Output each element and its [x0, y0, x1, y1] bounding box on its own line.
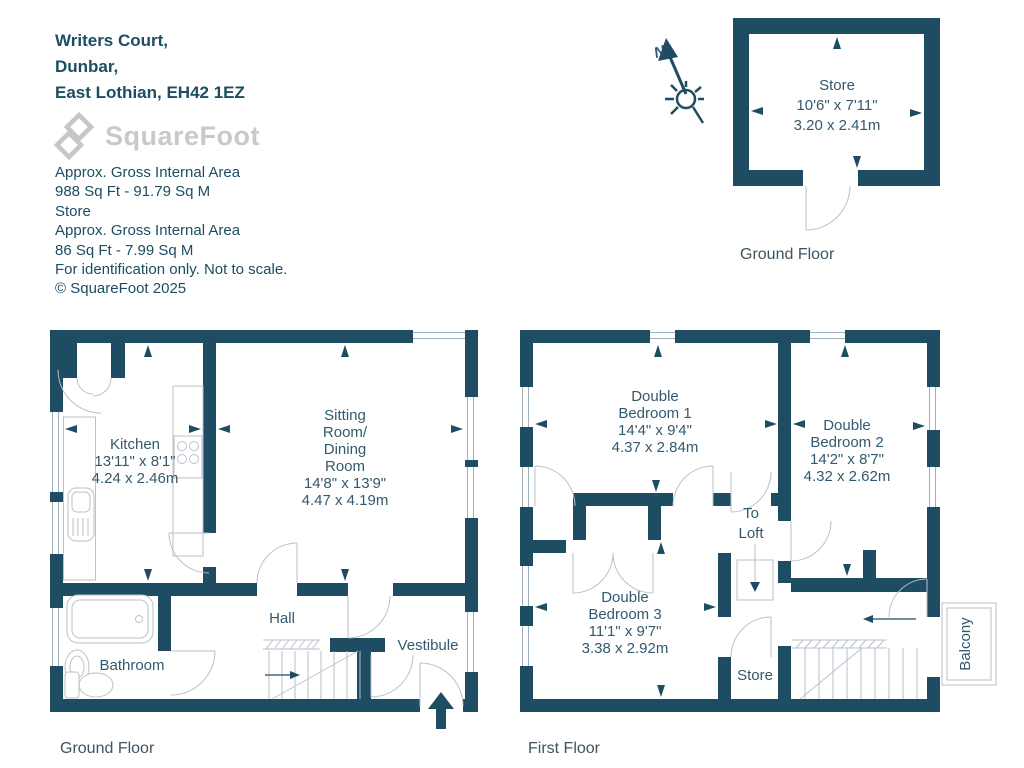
first-floor-plan: Double Bedroom 1 14'4" x 9'4" 4.37 x 2.8… — [518, 326, 1000, 718]
ground-floor-stairs — [263, 639, 361, 700]
sitting-room-label: Room/ — [323, 424, 368, 441]
to-loft-label: Loft — [738, 525, 764, 542]
kitchen-dims-imperial: 13'11" x 8'1" — [94, 453, 175, 470]
bedroom1-dims-imperial: 14'4" x 9'4" — [618, 422, 692, 439]
balcony-label: Balcony — [957, 617, 974, 671]
area-info-block: Approx. Gross Internal Area 988 Sq Ft - … — [55, 163, 287, 299]
first-floor-windows — [520, 330, 940, 677]
store-dims-imperial: 10'6" x 7'11" — [796, 97, 877, 114]
address-line-2: Dunbar, — [55, 57, 119, 76]
squarefoot-diamond-icon — [52, 112, 96, 160]
bedroom1-label: Double — [631, 388, 679, 405]
bedroom3-dims-imperial: 11'1" x 9'7" — [589, 623, 662, 640]
hall-label: Hall — [269, 610, 295, 627]
sitting-room-label: Room — [325, 458, 365, 475]
address-line-3: East Lothian, EH42 1EZ — [55, 83, 245, 102]
kitchen-dims-metric: 4.24 x 2.46m — [92, 470, 179, 487]
ground-floor-door-arcs — [57, 369, 464, 707]
ground-floor-windows — [50, 330, 478, 712]
store-walls — [733, 18, 940, 186]
first-floor-door-arcs — [534, 465, 928, 658]
bathroom-label: Bathroom — [99, 657, 164, 674]
sitting-room-dims-imperial: 14'8" x 13'9" — [304, 475, 386, 492]
squarefoot-logo-text: SquareFoot — [105, 120, 261, 151]
bedroom2-label: Bedroom 2 — [810, 434, 883, 451]
address-line-1: Writers Court, — [55, 31, 169, 50]
info-line: Approx. Gross Internal Area — [55, 164, 241, 181]
kitchen-sink — [67, 487, 95, 542]
ground-floor-plan: Kitchen 13'11" x 8'1" 4.24 x 2.46m Sitti… — [48, 326, 480, 736]
loft-hatch — [736, 544, 774, 601]
ground-floor-walls — [50, 330, 478, 712]
bedroom2-dims-imperial: 14'2" x 8'7" — [810, 451, 884, 468]
bedroom3-label: Bedroom 3 — [588, 606, 661, 623]
store-floor-label: Ground Floor — [740, 246, 835, 263]
store-dimension-arrows — [751, 37, 922, 168]
sitting-room-label: Sitting — [324, 407, 366, 424]
info-line: Approx. Gross Internal Area — [55, 222, 241, 240]
ground-floor-label: Ground Floor — [60, 740, 155, 757]
ff-store-label: Store — [737, 667, 773, 684]
bedroom1-label: Bedroom 1 — [618, 405, 691, 422]
sun-icon — [665, 81, 705, 124]
ground-floor-dimension-arrows — [65, 345, 463, 581]
bedroom1-dims-metric: 4.37 x 2.84m — [612, 439, 699, 456]
kitchen-label: Kitchen — [110, 436, 160, 453]
property-address: Writers Court, Dunbar, East Lothian, EH4… — [55, 28, 245, 106]
store-plan: Store 10'6" x 7'11" 3.20 x 2.41m — [733, 16, 943, 248]
bedroom2-dims-metric: 4.32 x 2.62m — [804, 468, 891, 485]
bedroom2-label: Double — [823, 417, 871, 434]
info-line: 988 Sq Ft - 91.79 Sq M — [55, 183, 211, 201]
info-line: For identification only. Not to scale. — [55, 261, 288, 279]
to-loft-label: To — [743, 505, 759, 522]
bath — [66, 594, 154, 644]
store-room-label: Store — [819, 77, 855, 94]
squarefoot-logo: SquareFoot — [52, 112, 260, 160]
balcony — [941, 602, 997, 686]
bedroom3-label: Double — [601, 589, 649, 606]
store-dims-metric: 3.20 x 2.41m — [794, 117, 881, 134]
first-floor-dimension-arrows — [535, 345, 925, 697]
info-line: 86 Sq Ft - 7.99 Sq M — [55, 241, 194, 259]
first-floor-stairs — [792, 615, 918, 700]
bedroom3-dims-metric: 3.38 x 2.92m — [582, 640, 669, 657]
first-floor-label: First Floor — [528, 740, 600, 757]
info-line: © SquareFoot 2025 — [55, 280, 187, 298]
info-line: Store — [55, 202, 91, 220]
toilet — [64, 671, 114, 699]
hob-icon — [173, 435, 203, 479]
sitting-room-label: Dining — [324, 441, 367, 458]
store-door-arc — [805, 185, 851, 231]
north-arrow-icon — [658, 38, 688, 95]
sitting-room-dims-metric: 4.47 x 4.19m — [302, 492, 389, 509]
entrance-arrow-icon — [428, 692, 454, 729]
vestibule-label: Vestibule — [398, 637, 459, 654]
compass: N — [645, 26, 709, 134]
